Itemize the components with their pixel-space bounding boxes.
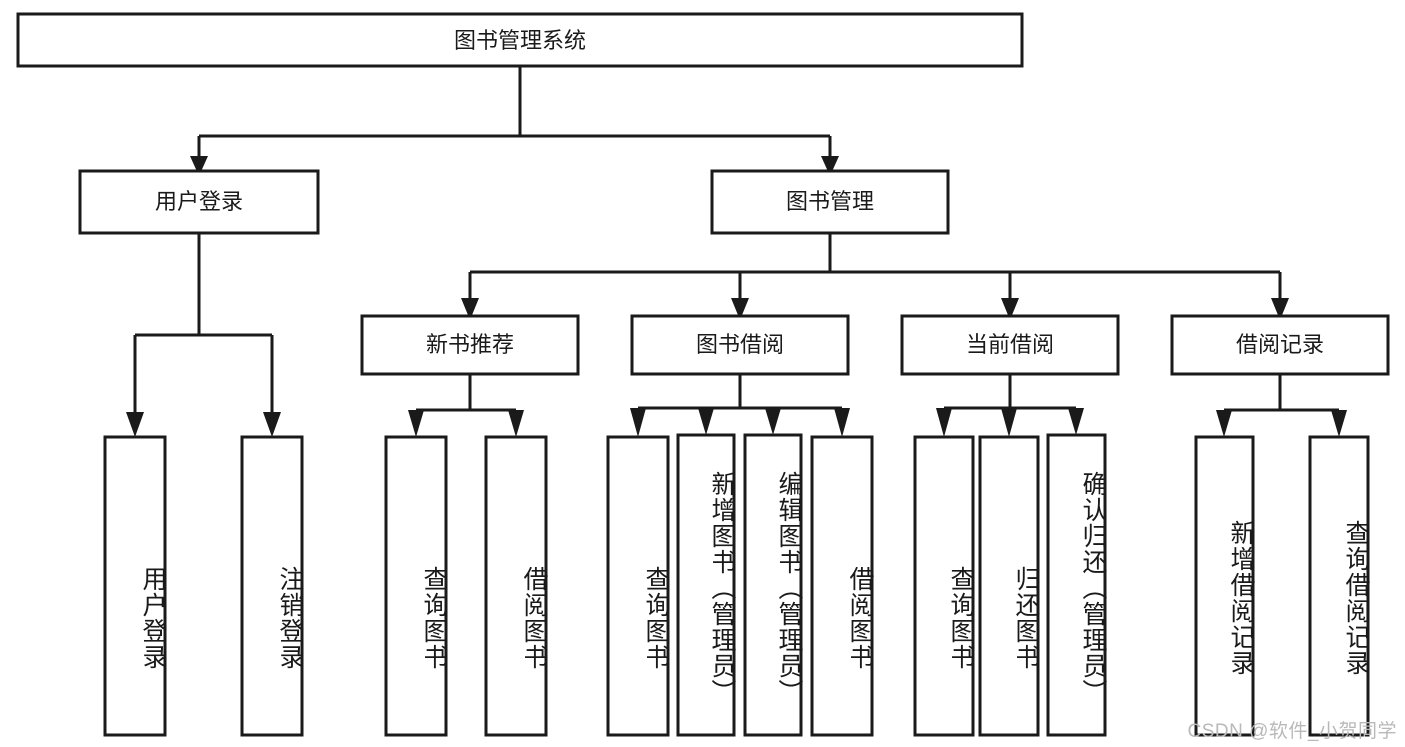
- arrow-to-leaf-return-book: [1001, 408, 1017, 437]
- arrow-to-leaf-edit-book: [765, 408, 781, 435]
- node-root[interactable]: 图书管理系统: [16, 12, 1024, 68]
- book-borrow-box[interactable]: [630, 314, 850, 376]
- new-book-rec-box[interactable]: [360, 314, 580, 376]
- arrowheads-group: [126, 156, 1347, 437]
- current-borrow-box[interactable]: [900, 314, 1120, 376]
- current-borrow-label: 当前借阅: [966, 332, 1054, 357]
- connector-currentborrow-bus: [942, 374, 1078, 410]
- arrow-to-leaf-borrow-book-1: [508, 410, 524, 437]
- arrow-to-leaf-query-book-3: [936, 408, 952, 437]
- arrow-to-new-book-rec: [461, 298, 479, 320]
- leaf-box-query-record[interactable]: [1308, 435, 1370, 737]
- borrow-record-label: 借阅记录: [1236, 332, 1324, 357]
- leaf-box-logout[interactable]: [240, 435, 304, 737]
- leaf-box-return-book[interactable]: [978, 435, 1040, 737]
- book-manage-box[interactable]: [710, 169, 950, 235]
- arrow-to-leaf-query-book-1: [408, 410, 424, 437]
- connector-borrowrecord-bus: [1222, 374, 1341, 412]
- leaf-box-query-book-1[interactable]: [384, 435, 448, 737]
- leaf-box-query-book-2[interactable]: [606, 435, 670, 737]
- connector-newbook-bus: [414, 374, 518, 412]
- book-borrow-label: 图书借阅: [696, 332, 784, 357]
- connector-bookmanage-bus: [468, 233, 1282, 298]
- root-box[interactable]: [16, 12, 1024, 68]
- arrow-to-leaf-borrow-book-2: [834, 408, 850, 437]
- leaf-box-borrow-book-1[interactable]: [484, 435, 548, 737]
- leaf-box-user-login[interactable]: [103, 435, 167, 737]
- connector-root-bus: [197, 66, 832, 156]
- arrow-to-leaf-confirm-return: [1068, 408, 1084, 435]
- arrow-to-book-manage: [821, 156, 839, 176]
- user-login-box[interactable]: [78, 169, 320, 235]
- arrow-to-leaf-user-login: [126, 412, 144, 437]
- arrow-to-book-borrow: [731, 298, 749, 320]
- root-label: 图书管理系统: [454, 28, 586, 53]
- connector-userlogin-bus: [133, 233, 274, 412]
- book-manage-label: 图书管理: [786, 189, 874, 214]
- node-user-login[interactable]: 用户登录: [78, 169, 320, 235]
- node-borrow-record[interactable]: 借阅记录: [1170, 314, 1390, 376]
- leaf-box-add-book[interactable]: [676, 433, 736, 737]
- csdn-watermark: CSDN @软件_小贺同学: [1187, 721, 1397, 742]
- node-book-borrow[interactable]: 图书借阅: [630, 314, 850, 376]
- connector-bookborrow-bus: [636, 374, 844, 410]
- new-book-rec-label: 新书推荐: [426, 332, 514, 357]
- node-current-borrow[interactable]: 当前借阅: [900, 314, 1120, 376]
- borrow-record-box[interactable]: [1170, 314, 1390, 376]
- leaf-box-edit-book[interactable]: [743, 433, 803, 737]
- arrow-to-leaf-logout: [263, 412, 281, 437]
- connectors-group: [133, 66, 1341, 412]
- user-login-label: 用户登录: [155, 189, 243, 214]
- leaf-box-query-book-3[interactable]: [913, 435, 975, 737]
- node-book-manage[interactable]: 图书管理: [710, 169, 950, 235]
- arrow-to-borrow-record: [1271, 298, 1289, 320]
- arrow-to-current-borrow: [1001, 298, 1019, 320]
- arrow-to-leaf-query-record: [1331, 410, 1347, 437]
- arrow-to-leaf-add-book: [698, 408, 714, 435]
- arrow-to-leaf-query-book-2: [630, 408, 646, 437]
- leaf-box-confirm-return[interactable]: [1046, 433, 1107, 737]
- arrow-to-user-login: [190, 156, 208, 176]
- leaf-box-borrow-book-2[interactable]: [810, 435, 874, 737]
- leaf-box-add-record[interactable]: [1194, 435, 1255, 737]
- node-new-book-rec[interactable]: 新书推荐: [360, 314, 580, 376]
- arrow-to-leaf-add-record: [1216, 410, 1232, 437]
- leaf-boxes-group: [103, 433, 1370, 737]
